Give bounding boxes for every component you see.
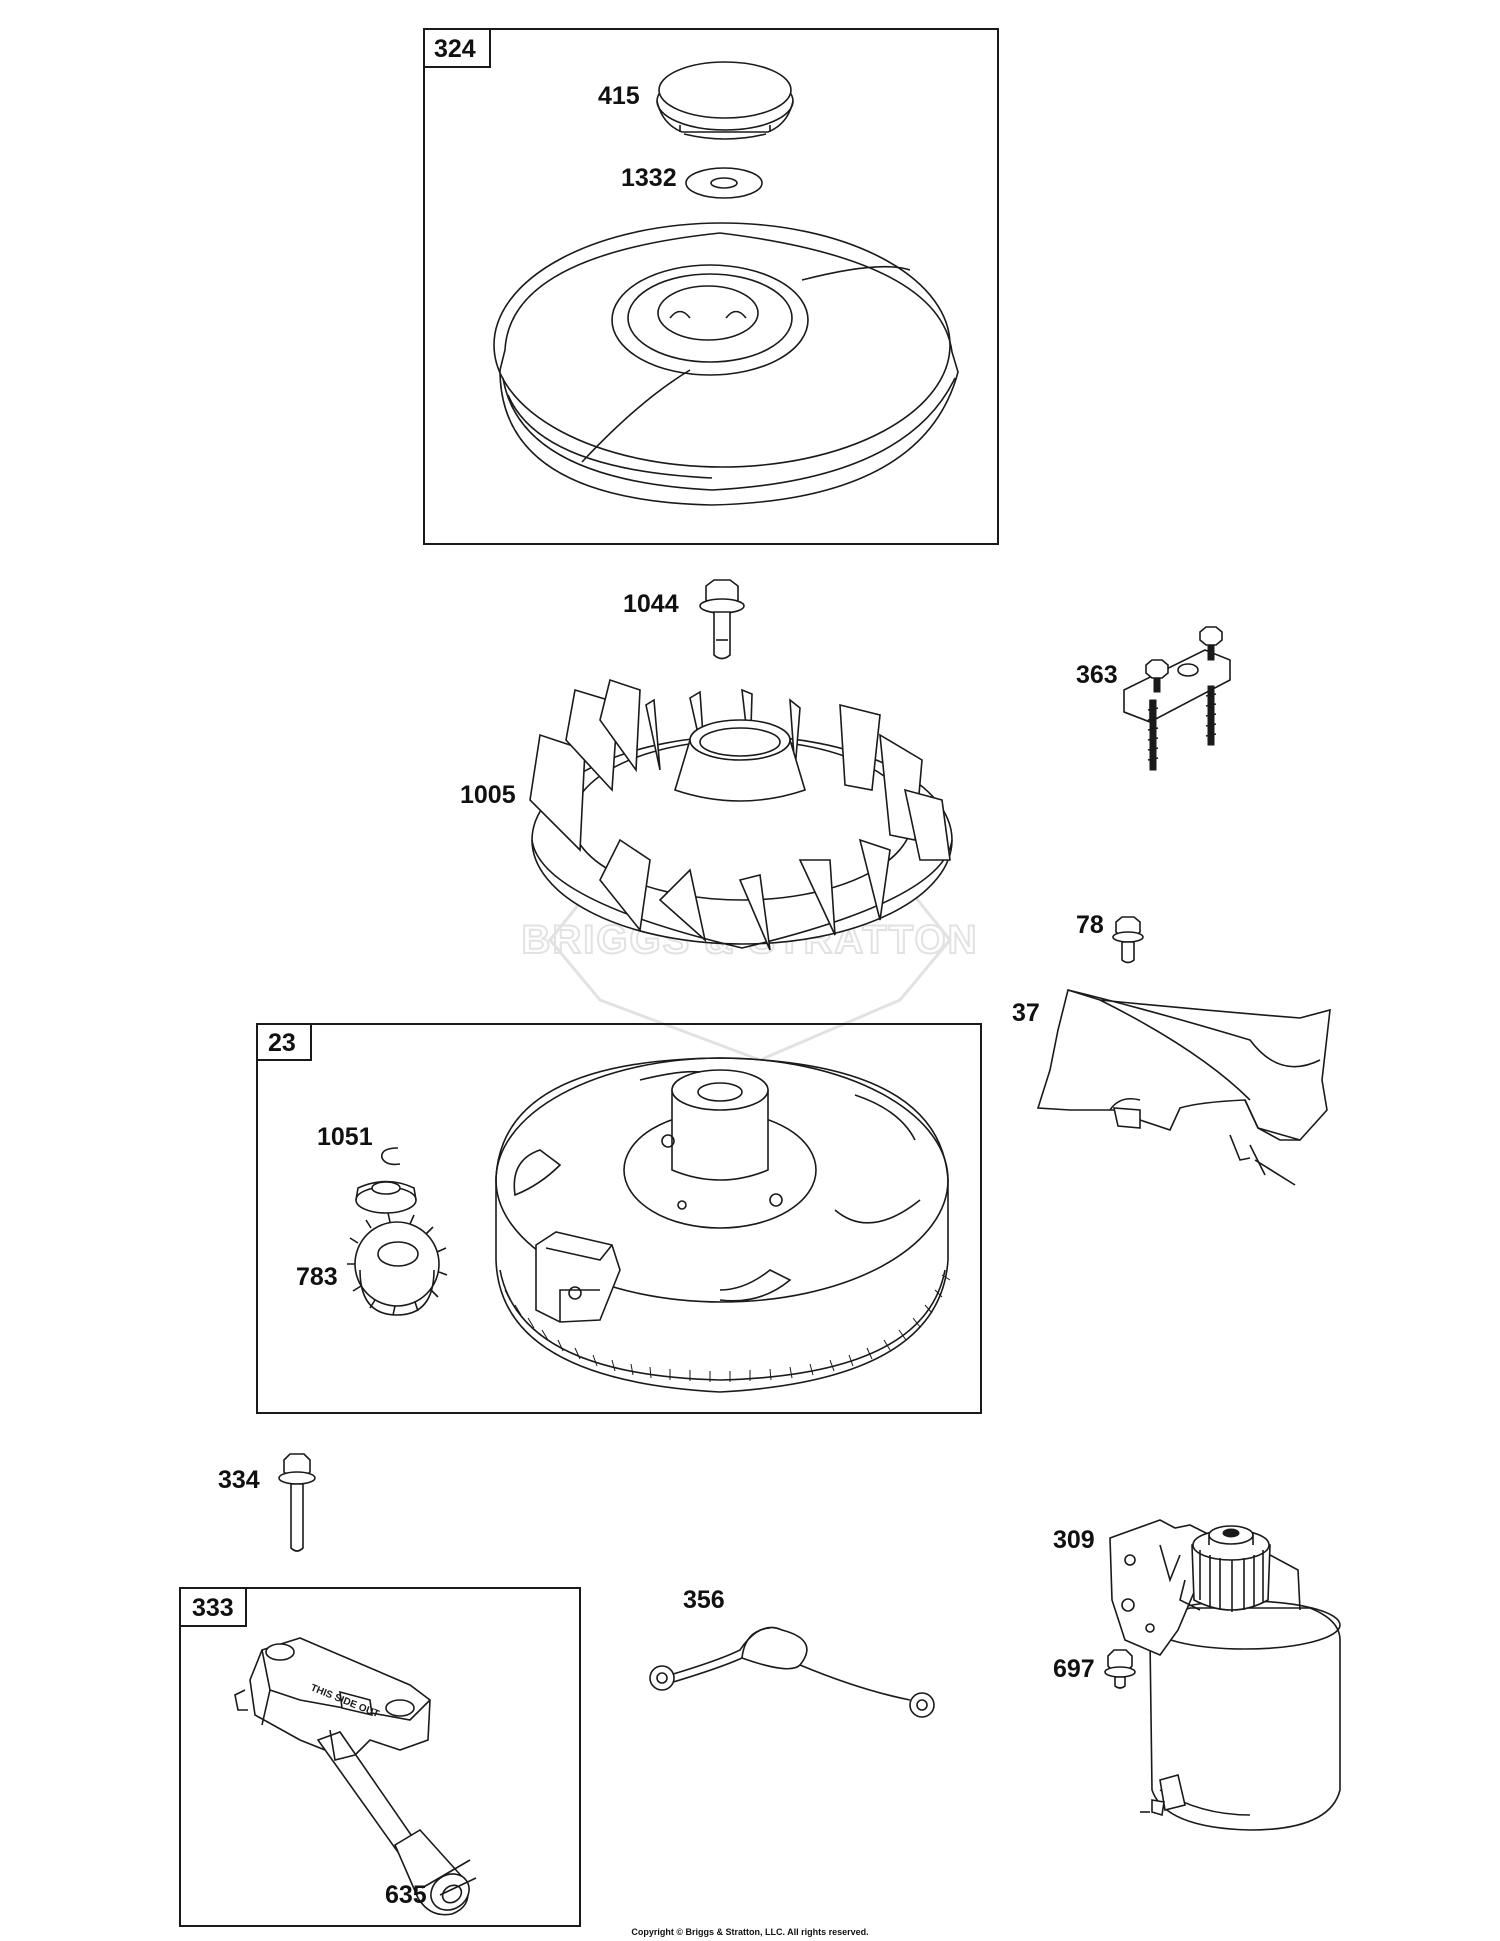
part-label-1051: 1051: [317, 1123, 373, 1151]
group-23-frame: [256, 1023, 982, 1414]
group-23: 23 1051 783: [256, 1023, 982, 1414]
copyright-notice: Copyright © Briggs & Stratton, LLC. All …: [631, 1927, 868, 1937]
group-23-tag-box: [256, 1023, 312, 1061]
part-1051-clip: [381, 1147, 401, 1166]
part-1332-washer: [685, 167, 763, 199]
part-label-309: 309: [1053, 1526, 1095, 1554]
part-1005-fan: [529, 678, 953, 951]
part-356-strap: [649, 1626, 935, 1718]
part-309-starter: [1109, 1519, 1341, 1831]
part-23-flywheel: [495, 1057, 951, 1393]
group-333-tag: 333: [192, 1594, 234, 1622]
part-334-bolt: [278, 1453, 316, 1552]
part-label-783: 783: [296, 1263, 338, 1291]
part-697-bolt: [1104, 1649, 1136, 1689]
group-333-frame: [179, 1587, 581, 1927]
part-324-cover: [493, 222, 959, 506]
group-324-tag: 324: [434, 35, 476, 63]
group-324-frame: [423, 28, 999, 545]
part-37-shroud: [1036, 988, 1331, 1186]
part-label-1332: 1332: [621, 164, 677, 192]
group-333-tag-box: [179, 1587, 247, 1627]
part-78-bolt: [1112, 916, 1144, 964]
part-415-cap: [656, 61, 794, 140]
group-333: 333 THIS SIDE OUT 635: [179, 1587, 581, 1927]
part-label-334: 334: [218, 1466, 260, 1494]
group-324: 324 415 1332: [423, 28, 999, 545]
part-label-37: 37: [1012, 999, 1040, 1027]
part-label-697: 697: [1053, 1655, 1095, 1683]
part-label-635: 635: [385, 1881, 427, 1909]
part-783-gear: [347, 1212, 448, 1316]
part-333-armature: THIS SIDE OUT: [234, 1637, 471, 1916]
part-1051-cup: [355, 1180, 417, 1214]
part-label-356: 356: [683, 1586, 725, 1614]
part-label-78: 78: [1076, 911, 1104, 939]
group-23-tag: 23: [268, 1029, 296, 1057]
part-label-415: 415: [598, 82, 640, 110]
group-324-tag-box: [423, 28, 491, 68]
part-363-bracket: [1123, 626, 1231, 771]
part-label-1044: 1044: [623, 590, 679, 618]
part-label-1005: 1005: [460, 781, 516, 809]
part-label-363: 363: [1076, 661, 1118, 689]
part-1044-bolt: [699, 579, 745, 660]
leader-635: [439, 1877, 477, 1896]
